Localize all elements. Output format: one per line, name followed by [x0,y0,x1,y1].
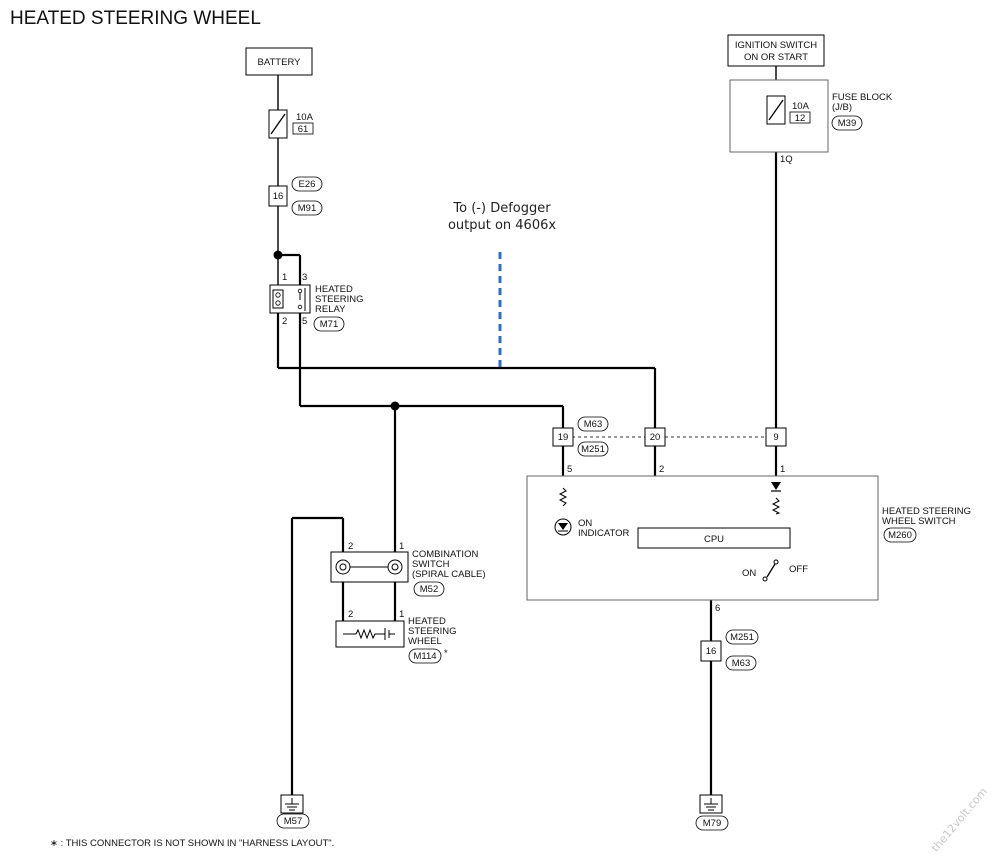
diode-icon [771,482,781,490]
relay-label-1: HEATED [315,284,353,295]
splice-dot-battery [273,250,283,260]
cpu-box [637,527,791,549]
heated-steering-relay: 1 3 2 5 HEATED STEERING RELAY M71 [269,272,364,332]
ignition-switch-box [727,34,825,67]
lower-connector-tag-m63: M63 [732,658,750,669]
watermark: the12volt.com [929,785,990,854]
heated-wheel-connector-tag: M114 [413,651,436,662]
fuse-61-number: 61 [298,124,309,135]
wires [276,66,778,795]
annotation-line2: output on 4606x [448,218,556,233]
switch-connector-tag: M260 [888,530,912,541]
fuse-block-connector-tag: M39 [838,118,856,129]
diagram-title: HEATED STEERING WHEEL [10,8,261,29]
lower-connector-tag-m251: M251 [730,632,754,643]
row-connector-tag-m63: M63 [584,419,602,430]
battery-box [245,47,313,76]
connector-e26-pin: 16 [273,191,284,202]
combination-switch: 2 1 COMBINATION SWITCH (SPIRAL CABLE) M5… [330,541,486,597]
combination-label-2: SWITCH [412,559,450,570]
combination-pin-2: 2 [348,541,353,552]
connector-e26-tag: E26 [299,179,316,190]
ignition-label-2: ON OR START [744,52,808,63]
annotation-line1: To (-) Defogger [452,201,551,216]
combination-label-1: COMBINATION [412,549,478,560]
combination-label-3: (SPIRAL CABLE) [412,569,486,580]
heated-wheel-label-3: WHEEL [408,636,442,647]
row-connector-tag-m251: M251 [581,444,605,455]
on-indicator-label-2: INDICATOR [578,528,630,539]
relay-pin-5: 5 [302,316,307,327]
watermark-text: the12volt.com [929,785,990,854]
heated-wheel-label-2: STEERING [408,626,457,637]
fuse-block-terminal: 1Q [780,154,793,165]
ground-m57: M57 [276,794,310,829]
combination-pin-1: 1 [399,541,404,552]
heater-element-icon [343,628,385,640]
relay-label-2: STEERING [315,294,364,305]
relay-pin-2: 2 [282,316,287,327]
battery-label: BATTERY [258,57,302,68]
ignition-label-1: IGNITION SWITCH [735,40,817,51]
footnote: ∗ : THIS CONNECTOR IS NOT SHOWN IN "HARN… [50,838,334,849]
switch-off-label: OFF [789,564,808,575]
connector-m91-tag: M91 [298,203,316,214]
heated-wheel-label-1: HEATED [408,616,446,627]
spiral-cable-icon [335,559,351,575]
heated-steering-wheel-switch: 5 2 1 6 ON INDICATOR CPU ON OFF HEATED S… [526,464,971,614]
lower-connector-pin: 16 [706,646,717,657]
row-connector-pin-9: 9 [773,432,778,443]
heated-wheel-pin-2: 2 [348,609,353,620]
fuse-61: 10A 61 [268,109,314,139]
fuse-block-label-1: FUSE BLOCK [832,92,893,103]
cpu-label: CPU [704,534,724,545]
relay-connector-tag: M71 [320,319,338,330]
connector-e26: 16 E26 M91 [268,176,323,216]
switch-on-label: ON [742,568,756,579]
heated-steering-wheel: 2 1 HEATED STEERING WHEEL M114 * [335,609,457,664]
switch-pin-5: 5 [567,464,572,475]
combination-connector-tag: M52 [420,584,438,595]
lower-connector: 16 M251 M63 [700,629,759,671]
fuse-block-label-2: (J/B) [832,102,852,113]
switch-label-2: WHEEL SWITCH [882,516,956,527]
row-connector-pin-19: 19 [558,432,569,443]
switch-pin-2: 2 [659,464,664,475]
relay-pin-3: 3 [302,272,307,283]
ground-m57-label: M57 [284,816,302,827]
ground-m79-label: M79 [703,818,721,829]
on-indicator-label-1: ON [578,518,592,529]
switch-contact-icon [766,563,776,578]
relay-label-3: RELAY [315,304,346,315]
relay-pin-1: 1 [282,272,287,283]
fuse-block: 10A 12 FUSE BLOCK (J/B) M39 1Q [729,79,893,165]
fuse-61-rating: 10A [296,112,314,123]
ground-m79: M79 [695,794,729,831]
heated-wheel-star: * [444,648,448,659]
switch-pin-6: 6 [715,603,720,614]
splice-dot-combination [390,401,400,411]
row-connector-pin-20: 20 [650,432,661,443]
switch-label-1: HEATED STEERING [882,506,971,517]
fuse-block-number: 12 [795,113,806,124]
heated-wheel-pin-1: 1 [399,609,404,620]
fuse-block-rating: 10A [792,101,810,112]
switch-pin-1: 1 [780,464,785,475]
row-connectors: 19 20 9 M63 M251 [552,416,787,457]
